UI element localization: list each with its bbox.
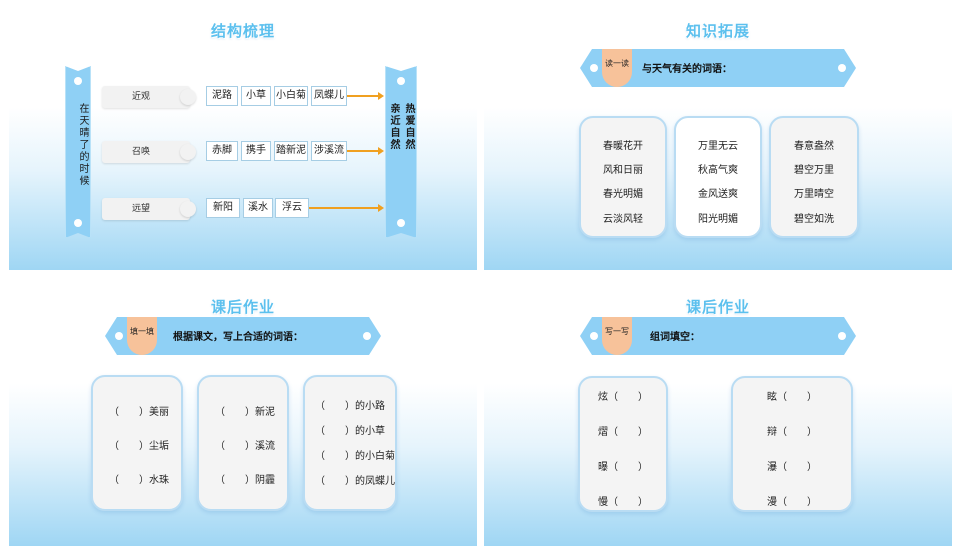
connector-knob bbox=[180, 144, 196, 160]
fill-card: （ ）的小路 （ ）的小草 （ ）的小白菊 （ ）的凤蝶儿 bbox=[303, 375, 397, 511]
banner-prompt: 与天气有关的词语： bbox=[642, 64, 732, 75]
dot-icon bbox=[74, 219, 82, 227]
fill-card: （ ）新泥 （ ）溪流 （ ）阴霾 bbox=[197, 375, 289, 511]
chip: 新阳 bbox=[206, 198, 240, 218]
word: 春意盎然 bbox=[794, 141, 834, 152]
tag-badge: 填一填 bbox=[127, 317, 157, 355]
slide-title: 课后作业 bbox=[210, 298, 275, 316]
right-bar-line2: 亲近自然 bbox=[388, 103, 399, 151]
left-bar-text: 在天晴了的时候 bbox=[77, 103, 88, 187]
word-build-item: 熠（ ） bbox=[598, 427, 648, 438]
word-build-card: 眩（ ） 辩（ ） 瀑（ ） 漫（ ） bbox=[731, 376, 853, 512]
slide-title: 课后作业 bbox=[685, 298, 750, 316]
right-bar-line1: 热爱自然 bbox=[403, 103, 414, 151]
word: 秋高气爽 bbox=[698, 165, 738, 176]
word: 春光明媚 bbox=[603, 189, 643, 200]
chip: 溪水 bbox=[243, 198, 273, 218]
word-build-item: 曝（ ） bbox=[598, 462, 648, 473]
fill-card: （ ）美丽 （ ）尘垢 （ ）水珠 bbox=[91, 375, 183, 511]
chip: 浮云 bbox=[275, 198, 309, 218]
connector-knob bbox=[180, 201, 196, 217]
row-label-call: 召唤 bbox=[102, 141, 196, 163]
row-label-text: 远望 bbox=[132, 204, 151, 214]
word-card: 春暖花开 风和日丽 春光明媚 云淡风轻 bbox=[579, 116, 667, 238]
arrow-right-icon bbox=[347, 147, 384, 155]
dot-icon bbox=[397, 77, 405, 85]
dot-icon bbox=[838, 332, 846, 340]
fill-item: （ ）新泥 bbox=[215, 407, 275, 418]
tag-badge: 读一读 bbox=[602, 49, 632, 87]
row-label-far: 远望 bbox=[102, 198, 196, 220]
right-bar-text: 热爱自然 亲近自然 bbox=[386, 103, 416, 151]
chip: 小白菊 bbox=[274, 86, 308, 106]
fill-item: （ ）的小白菊 bbox=[315, 451, 395, 462]
slide-title: 知识拓展 bbox=[685, 22, 750, 40]
fill-item: （ ）阴霾 bbox=[215, 475, 275, 486]
prompt-banner: 写一写 组词填空： bbox=[580, 317, 856, 355]
chip: 踏新泥 bbox=[274, 141, 308, 161]
theme-bar-right: 热爱自然 亲近自然 bbox=[385, 66, 417, 238]
slide-homework-write[interactable]: 课后作业 写一写 组词填空： 炫（ ） 熠（ ） 曝（ ） 慢（ ） 眩（ ） … bbox=[484, 284, 952, 546]
word-build-item: 眩（ ） bbox=[767, 392, 817, 403]
word: 万里晴空 bbox=[794, 189, 834, 200]
dot-icon bbox=[590, 64, 598, 72]
fill-item: （ ）溪流 bbox=[215, 441, 275, 452]
word-card: 万里无云 秋高气爽 金风送爽 阳光明媚 bbox=[674, 116, 762, 238]
arrow-right-icon bbox=[309, 204, 384, 212]
word: 云淡风轻 bbox=[603, 214, 643, 225]
fill-item: （ ）的凤蝶儿 bbox=[315, 476, 395, 487]
connector-knob bbox=[180, 89, 196, 105]
slide-title: 结构梳理 bbox=[210, 22, 275, 40]
word: 春暖花开 bbox=[603, 141, 643, 152]
chip: 携手 bbox=[241, 141, 271, 161]
dot-icon bbox=[590, 332, 598, 340]
chip: 赤脚 bbox=[206, 141, 238, 161]
theme-bar-left: 在天晴了的时候 bbox=[65, 66, 91, 238]
arrow-right-icon bbox=[347, 92, 384, 100]
banner-prompt: 组词填空： bbox=[650, 332, 700, 343]
dot-icon bbox=[74, 77, 82, 85]
slide-structure[interactable]: 结构梳理 在天晴了的时候 近观 泥路 小草 小白菊 凤蝶儿 召唤 赤脚 携手 踏… bbox=[9, 8, 477, 270]
fill-item: （ ）水珠 bbox=[109, 475, 169, 486]
chip: 泥路 bbox=[206, 86, 238, 106]
banner-prompt: 根据课文，写上合适的词语： bbox=[173, 332, 303, 343]
word-card: 春意盎然 碧空万里 万里晴空 碧空如洗 bbox=[769, 116, 859, 238]
word-build-item: 慢（ ） bbox=[598, 497, 648, 508]
word: 碧空万里 bbox=[794, 165, 834, 176]
word: 风和日丽 bbox=[603, 165, 643, 176]
word: 阳光明媚 bbox=[698, 214, 738, 225]
word: 金风送爽 bbox=[698, 189, 738, 200]
word: 万里无云 bbox=[698, 141, 738, 152]
fill-item: （ ）美丽 bbox=[109, 407, 169, 418]
dot-icon bbox=[397, 219, 405, 227]
prompt-banner: 填一填 根据课文，写上合适的词语： bbox=[105, 317, 381, 355]
fill-item: （ ）的小路 bbox=[315, 401, 385, 412]
word-build-item: 炫（ ） bbox=[598, 392, 648, 403]
tag-badge: 写一写 bbox=[602, 317, 632, 355]
word-build-item: 漫（ ） bbox=[767, 497, 817, 508]
slide-knowledge[interactable]: 知识拓展 读一读 与天气有关的词语： 春暖花开 风和日丽 春光明媚 云淡风轻 万… bbox=[484, 8, 952, 270]
chip: 小草 bbox=[241, 86, 271, 106]
word-build-item: 瀑（ ） bbox=[767, 462, 817, 473]
word-build-item: 辩（ ） bbox=[767, 427, 817, 438]
word: 碧空如洗 bbox=[794, 214, 834, 225]
slide-homework-fill[interactable]: 课后作业 填一填 根据课文，写上合适的词语： （ ）美丽 （ ）尘垢 （ ）水珠… bbox=[9, 284, 477, 546]
prompt-banner: 读一读 与天气有关的词语： bbox=[580, 49, 856, 87]
row-label-text: 召唤 bbox=[132, 147, 151, 157]
fill-item: （ ）尘垢 bbox=[109, 441, 169, 452]
dot-icon bbox=[363, 332, 371, 340]
fill-item: （ ）的小草 bbox=[315, 426, 385, 437]
chip: 凤蝶儿 bbox=[311, 86, 347, 106]
word-build-card: 炫（ ） 熠（ ） 曝（ ） 慢（ ） bbox=[578, 376, 668, 512]
dot-icon bbox=[115, 332, 123, 340]
chip: 涉溪流 bbox=[311, 141, 347, 161]
row-label-text: 近观 bbox=[132, 92, 151, 102]
dot-icon bbox=[838, 64, 846, 72]
row-label-near: 近观 bbox=[102, 86, 196, 108]
